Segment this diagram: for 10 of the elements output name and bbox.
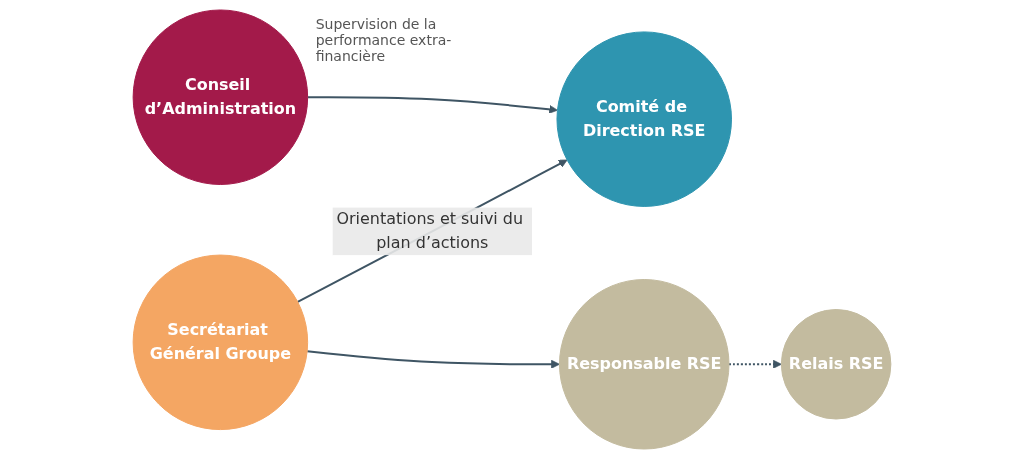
node-circle: Relais RSE — [780, 309, 892, 420]
arrow — [306, 350, 560, 369]
node-circle: Comité de Direction RSE — [556, 31, 732, 207]
edge-label: Orientations et suivi du plan d’actions — [336, 209, 524, 253]
arrow — [296, 159, 568, 303]
arrow — [306, 96, 558, 114]
node-circle: Conseil d’Administration — [132, 9, 309, 185]
node-circle: Responsable RSE — [558, 279, 730, 450]
node-circle: Secrétariat Général Groupe — [132, 254, 309, 431]
node-caption: Supervision de la performance extra-financière — [315, 15, 453, 64]
